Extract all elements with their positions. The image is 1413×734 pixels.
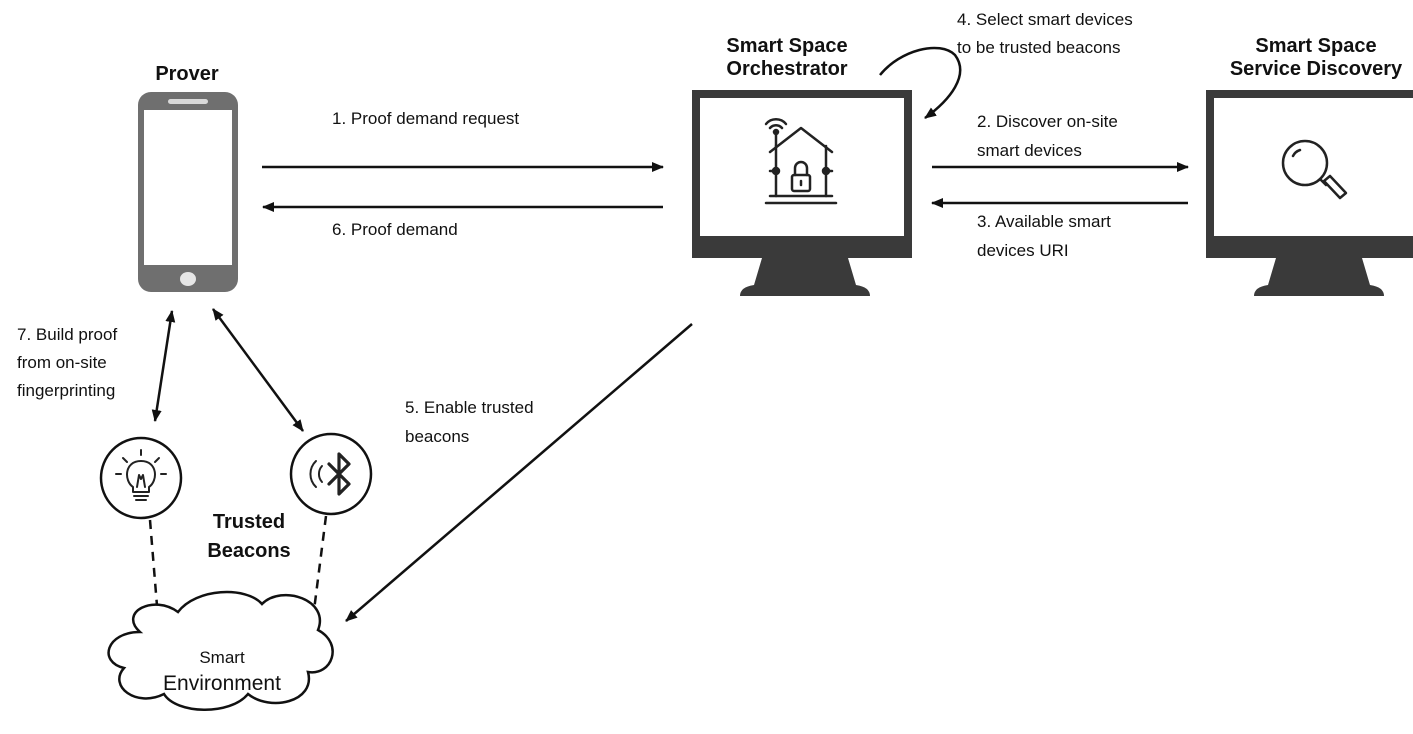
step-5-arrow: [345, 323, 693, 622]
step-7-label-line3: fingerprinting: [17, 381, 115, 400]
step-5-label-line1: 5. Enable trusted: [405, 398, 534, 417]
bluetooth-signal-icon: [309, 452, 351, 496]
step-7-label-line2: from on-site: [17, 353, 107, 372]
beacons-title-line2: Beacons: [207, 540, 290, 562]
discovery-title-line1: Smart Space: [1255, 35, 1376, 57]
prover-title: Prover: [155, 63, 219, 85]
orchestrator-title-line2: Orchestrator: [726, 58, 847, 80]
bulb-beacon: [99, 436, 183, 520]
step-7-arrow-bulb: [151, 310, 176, 422]
orchestrator-title-line1: Smart Space: [726, 35, 847, 57]
step-4-label-line1: 4. Select smart devices: [957, 10, 1133, 29]
bluetooth-beacon: [289, 432, 373, 516]
beacon-environment-links: [148, 515, 328, 627]
step-1-label: 1. Proof demand request: [332, 109, 519, 128]
discovery-node: Smart Space Service Discovery: [1206, 35, 1413, 296]
orchestrator-monitor: [692, 90, 912, 296]
orchestrator-node: Smart Space Orchestrator: [692, 35, 912, 296]
beacons-title-line1: Trusted: [213, 511, 285, 533]
discovery-title-line2: Service Discovery: [1230, 58, 1403, 80]
step-2-label-line1: 2. Discover on-site: [977, 112, 1118, 131]
magnifier-icon: [1281, 139, 1348, 200]
step-3-label-line1: 3. Available smart: [977, 212, 1111, 231]
environment-label-line2: Environment: [163, 672, 281, 695]
step-7-label-line1: 7. Build proof: [17, 325, 117, 344]
smart-home-lock-icon: [764, 118, 838, 205]
discovery-monitor: [1206, 90, 1413, 296]
step-6-label: 6. Proof demand: [332, 220, 458, 239]
smartphone-icon: [138, 92, 238, 292]
step-3-label-line2: devices URI: [977, 241, 1069, 260]
lightbulb-icon: [115, 449, 167, 501]
step-4-loop-arrow: [879, 46, 962, 120]
step-4-label-line2: to be trusted beacons: [957, 38, 1121, 57]
prover-node: Prover: [138, 63, 238, 292]
step-5-label-line2: beacons: [405, 427, 469, 446]
cloud-icon: [107, 590, 334, 711]
step-2-label-line2: smart devices: [977, 141, 1082, 160]
step-7-arrow-bluetooth: [211, 308, 305, 432]
environment-label-line1: Smart: [199, 648, 245, 667]
